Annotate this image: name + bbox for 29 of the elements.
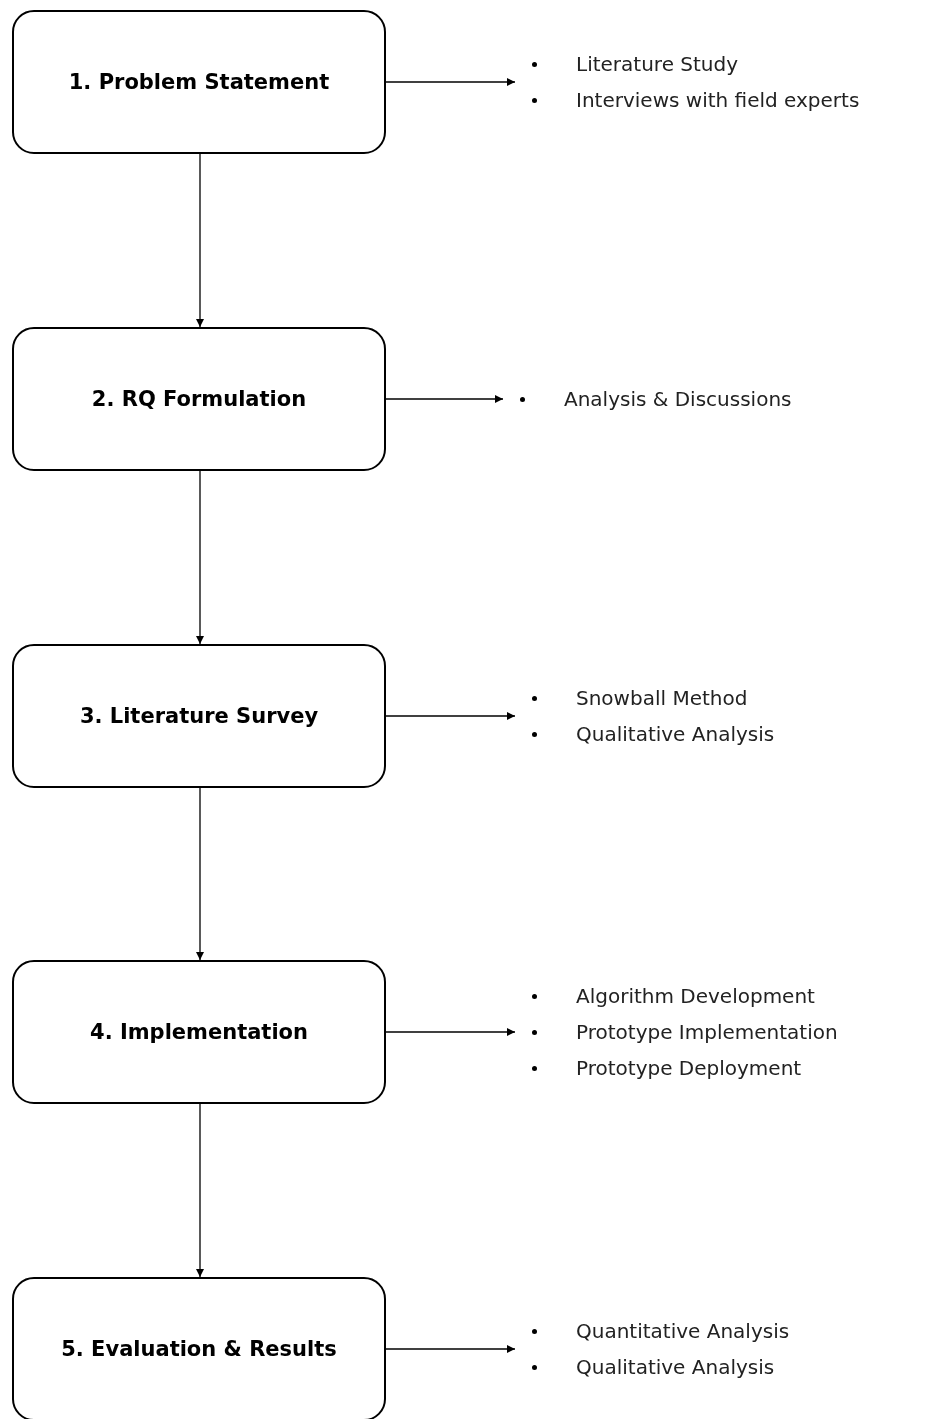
list-item: Quantitative Analysis [576,1319,790,1343]
process-box [12,327,386,471]
arrow [196,1103,204,1278]
arrow [385,712,516,720]
process-box [12,10,386,154]
list-item: Interviews with field experts [576,88,860,112]
list-item: Prototype Implementation [576,1020,838,1044]
arrow [196,470,204,645]
list-item: Analysis & Discussions [564,387,792,411]
arrow [385,1345,516,1353]
step-title: 2. RQ Formulation [91,387,307,411]
process-box [12,960,386,1104]
step-title: 1. Problem Statement [68,70,330,94]
list-item: Algorithm Development [576,984,815,1008]
process-box [12,644,386,788]
list-item: Snowball Method [576,686,748,710]
list-item: Prototype Deployment [576,1056,802,1080]
step-title: 3. Literature Survey [79,704,319,728]
process-box [12,1277,386,1419]
step-title: 4. Implementation [90,1020,308,1044]
arrow [385,78,516,86]
list-item: Qualitative Analysis [576,722,775,746]
list-item: Literature Study [576,52,739,76]
arrow [385,1028,516,1036]
step-title: 5. Evaluation & Results [61,1337,337,1361]
list-item: Qualitative Analysis [576,1355,775,1379]
arrow [196,153,204,328]
arrow [385,395,504,403]
arrow [196,787,204,961]
